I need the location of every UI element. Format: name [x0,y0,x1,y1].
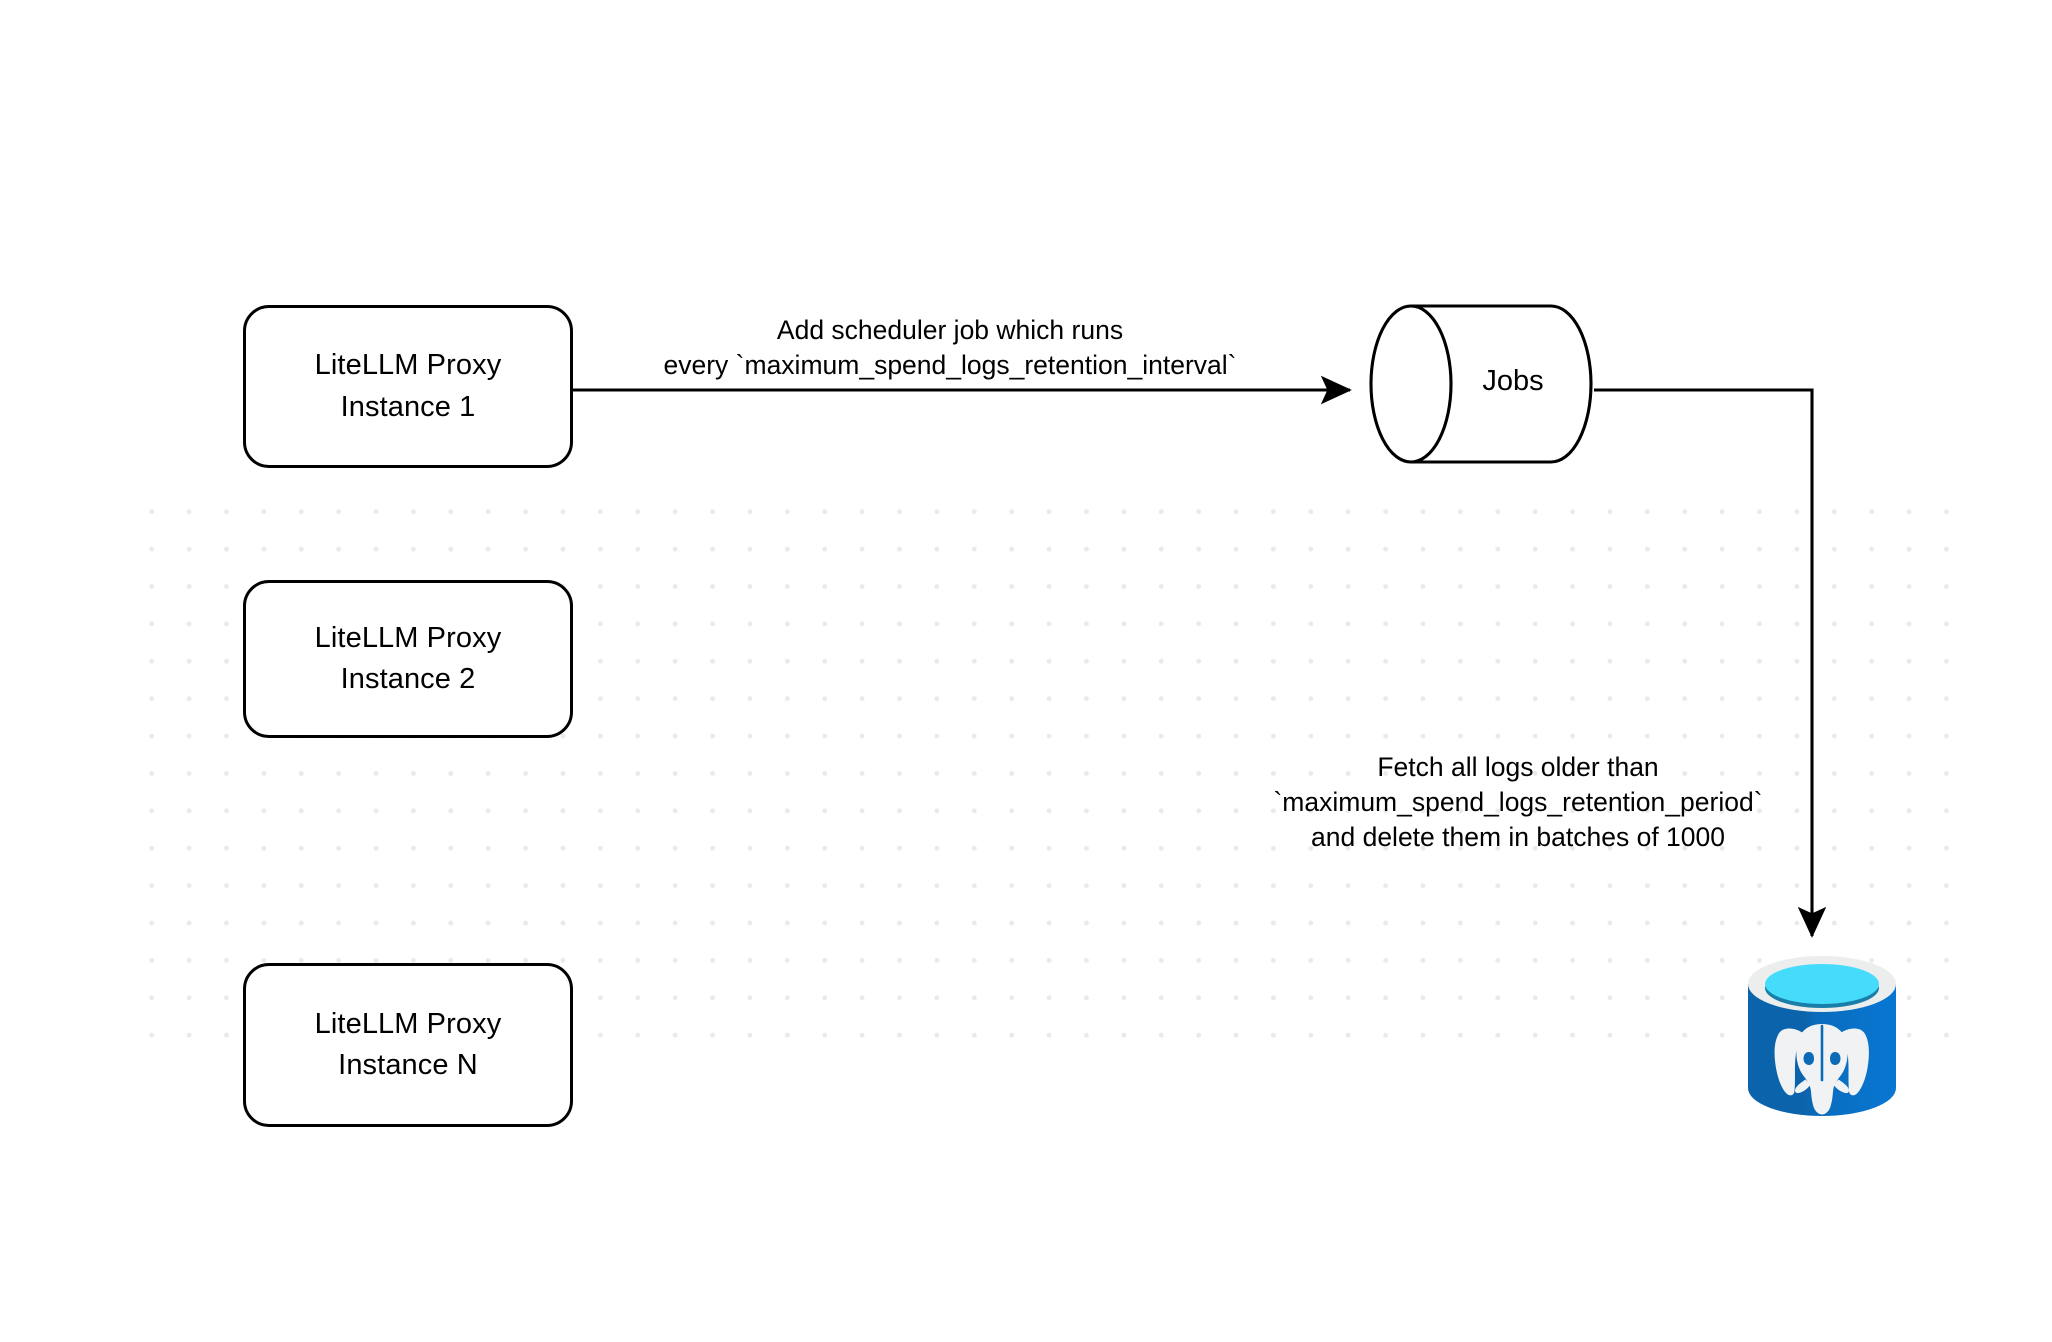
node-jobs-queue-cylinder[interactable] [1368,303,1594,465]
node-label-line2: Instance N [338,1049,478,1081]
node-litellm-proxy-instance-1[interactable]: LiteLLM Proxy Instance 1 [243,305,573,468]
postgres-elephant-eyes [1803,1052,1841,1065]
edge-label-fetch-delete: Fetch all logs older than `maximum_spend… [1228,750,1808,856]
node-label-line1: LiteLLM Proxy [314,1007,502,1040]
postgresql-database-icon[interactable] [1742,948,1902,1126]
edge-label-line2: every `maximum_spend_logs_retention_inte… [663,350,1237,381]
node-label-line1: LiteLLM Proxy [314,621,502,654]
edge-label-line1: Add scheduler job which runs [776,315,1124,345]
edge-label-scheduler: Add scheduler job which runs every `maxi… [600,313,1300,383]
edge-label-line1: Fetch all logs older than [1377,752,1659,782]
node-label-line1: LiteLLM Proxy [314,349,502,382]
node-label-line2: Instance 2 [340,663,476,695]
edge-label-line2: `maximum_spend_logs_retention_period` [1273,787,1763,818]
node-label-line2: Instance 1 [340,390,476,423]
node-litellm-proxy-instance-2[interactable]: LiteLLM Proxy Instance 2 [243,580,573,738]
edge-label-line3: and delete them in batches of 1000 [1311,822,1725,853]
node-jobs-label: Jobs [1482,365,1544,397]
node-litellm-proxy-instance-n[interactable]: LiteLLM Proxy Instance N [243,963,573,1127]
